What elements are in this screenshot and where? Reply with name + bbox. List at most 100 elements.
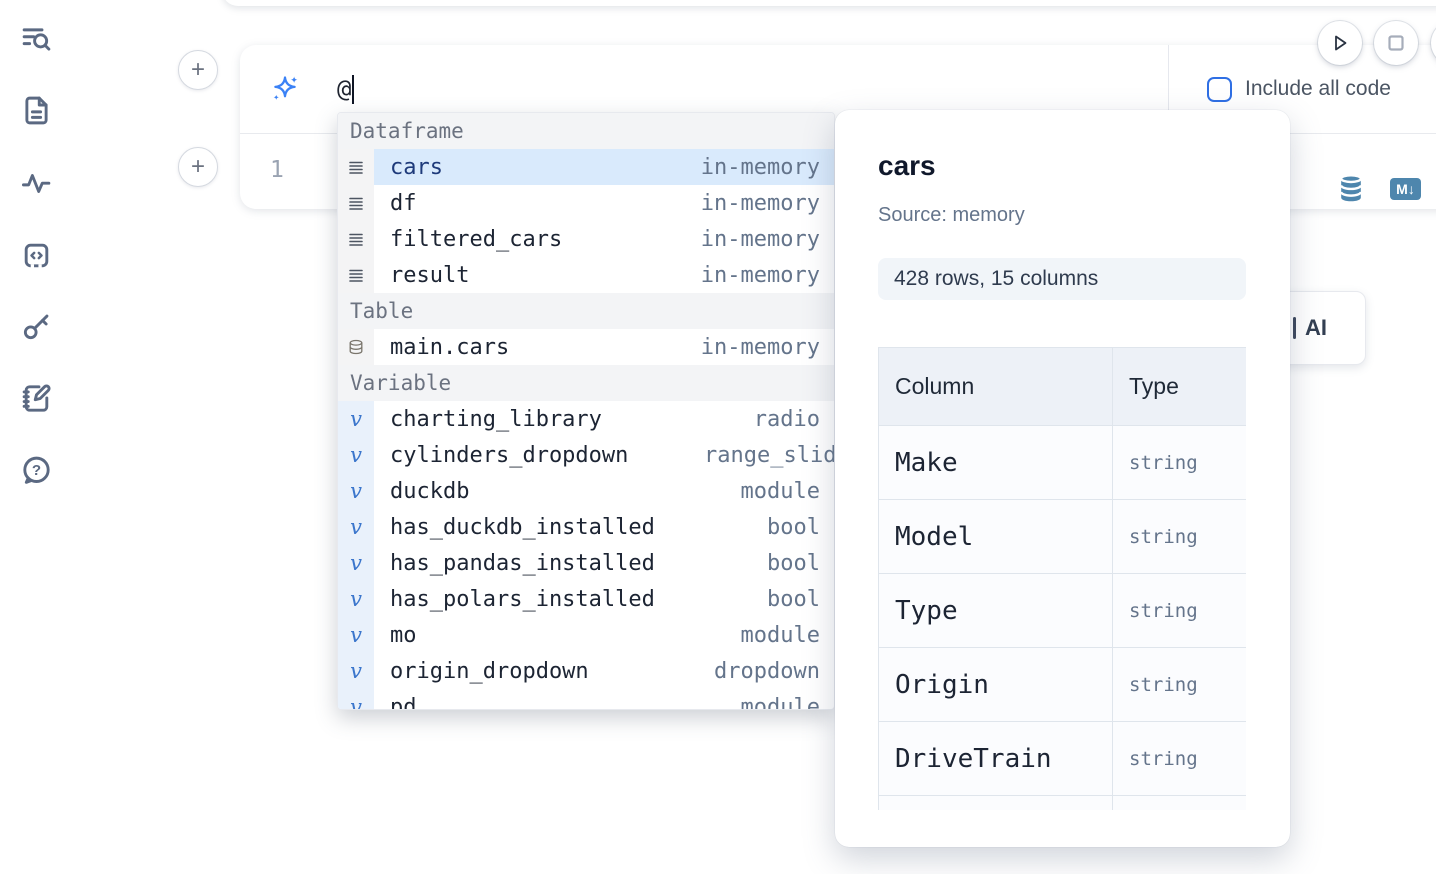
completion-item-name: has_pandas_installed bbox=[390, 550, 655, 576]
variable-icon: v bbox=[338, 581, 374, 617]
dataframe-icon bbox=[338, 221, 374, 257]
completion-item-name: mo bbox=[390, 622, 417, 648]
completion-item-name: result bbox=[390, 262, 470, 288]
completion-item-has_pandas_installed[interactable]: v has_pandas_installed bool bbox=[338, 545, 834, 581]
variable-icon: v bbox=[338, 617, 374, 653]
svg-text:?: ? bbox=[31, 461, 40, 478]
run-cell-button[interactable] bbox=[1318, 21, 1362, 65]
schema-header-row: Column Type bbox=[878, 347, 1246, 426]
schema-header-type: Type bbox=[1112, 347, 1246, 426]
completion-item-type: module bbox=[740, 478, 820, 504]
completion-section-header: Dataframe bbox=[338, 113, 834, 149]
completion-item-name: pd bbox=[390, 694, 417, 710]
completion-item-filtered_cars[interactable]: filtered_cars in-memory bbox=[338, 221, 834, 257]
variable-icon: v bbox=[338, 545, 374, 581]
completion-item-name: has_polars_installed bbox=[390, 586, 655, 612]
completion-item-type: module bbox=[740, 694, 820, 710]
variable-icon: v bbox=[338, 509, 374, 545]
completion-item-name: df bbox=[390, 190, 417, 216]
stop-icon bbox=[1388, 35, 1404, 51]
completion-section-header: Variable bbox=[338, 365, 834, 401]
dataframe-icon bbox=[338, 257, 374, 293]
database-icon[interactable] bbox=[1337, 173, 1365, 203]
schema-header-column: Column bbox=[878, 347, 1113, 426]
completion-item-name: duckdb bbox=[390, 478, 470, 504]
previous-cell-edge bbox=[222, 0, 1436, 6]
dataframe-icon bbox=[338, 149, 374, 185]
completion-item-has_polars_installed[interactable]: v has_polars_installed bool bbox=[338, 581, 834, 617]
completion-item-main.cars[interactable]: main.cars in-memory bbox=[338, 329, 834, 365]
completion-item-type: bool bbox=[767, 514, 820, 540]
text-cursor bbox=[352, 74, 355, 104]
ai-prompt-input[interactable]: @ bbox=[337, 45, 355, 133]
completion-item-cars[interactable]: cars in-memory bbox=[338, 149, 834, 185]
variable-icon: v bbox=[338, 689, 374, 709]
dataframe-preview-popup: cars Source: memory 428 rows, 15 columns… bbox=[835, 110, 1290, 847]
completion-item-name: charting_library bbox=[390, 406, 602, 432]
include-all-code-checkbox[interactable] bbox=[1207, 76, 1232, 102]
completion-item-name: origin_dropdown bbox=[390, 658, 589, 684]
table-icon bbox=[338, 329, 374, 365]
code-editor[interactable]: 1 M↓ bbox=[240, 134, 1436, 209]
help-chat-icon[interactable]: ? bbox=[18, 452, 54, 488]
add-cell-button-top[interactable]: + bbox=[178, 50, 218, 90]
add-cell-button-bottom[interactable]: + bbox=[178, 147, 218, 187]
variable-icon: v bbox=[338, 473, 374, 509]
completion-item-origin_dropdown[interactable]: v origin_dropdown dropdown bbox=[338, 653, 834, 689]
completion-item-type: in-memory bbox=[700, 226, 820, 252]
completion-item-has_duckdb_installed[interactable]: v has_duckdb_installed bool bbox=[338, 509, 834, 545]
preview-source: Source: memory bbox=[878, 204, 1025, 226]
completion-item-name: main.cars bbox=[390, 334, 510, 360]
completion-item-type: bool bbox=[767, 550, 820, 576]
completion-item-name: cylinders_dropdown bbox=[390, 442, 629, 468]
line-number: 1 bbox=[270, 157, 284, 183]
markdown-convert-icon[interactable]: M↓ bbox=[1390, 178, 1421, 200]
completion-item-type: in-memory bbox=[700, 190, 820, 216]
list-search-icon[interactable] bbox=[18, 21, 54, 57]
activity-icon[interactable] bbox=[18, 165, 54, 201]
completion-item-type: bool bbox=[767, 586, 820, 612]
completion-item-name: has_duckdb_installed bbox=[390, 514, 655, 540]
completion-item-type: module bbox=[740, 622, 820, 648]
schema-row-partial bbox=[878, 795, 1246, 810]
dataframe-icon bbox=[338, 185, 374, 221]
completion-item-name: cars bbox=[390, 154, 443, 180]
completion-item-type: range_slider bbox=[704, 442, 834, 468]
hidden-icon-fragment bbox=[1293, 317, 1296, 339]
completion-item-type: radio bbox=[753, 406, 820, 432]
completion-item-name: filtered_cars bbox=[390, 226, 563, 252]
completion-item-df[interactable]: df in-memory bbox=[338, 185, 834, 221]
preview-title: cars bbox=[878, 150, 936, 181]
include-all-code-label: Include all code bbox=[1245, 77, 1391, 100]
completion-item-type: in-memory bbox=[700, 154, 820, 180]
variable-icon: v bbox=[338, 653, 374, 689]
code-snippets-icon[interactable] bbox=[18, 237, 54, 273]
file-text-icon[interactable] bbox=[18, 92, 54, 128]
notebook-pen-icon[interactable] bbox=[18, 380, 54, 416]
completion-section-header: Table bbox=[338, 293, 834, 329]
completion-item-type: in-memory bbox=[700, 262, 820, 288]
play-icon bbox=[1335, 35, 1347, 51]
stop-button[interactable] bbox=[1374, 21, 1418, 65]
preview-shape-badge: 428 rows, 15 columns bbox=[878, 258, 1246, 300]
completion-item-type: dropdown bbox=[714, 658, 820, 684]
key-icon[interactable] bbox=[18, 308, 54, 344]
divider bbox=[1168, 45, 1169, 133]
completion-item-type: in-memory bbox=[700, 334, 820, 360]
completion-item-result[interactable]: result in-memory bbox=[338, 257, 834, 293]
extra-toolbar-button[interactable] bbox=[1431, 21, 1436, 65]
